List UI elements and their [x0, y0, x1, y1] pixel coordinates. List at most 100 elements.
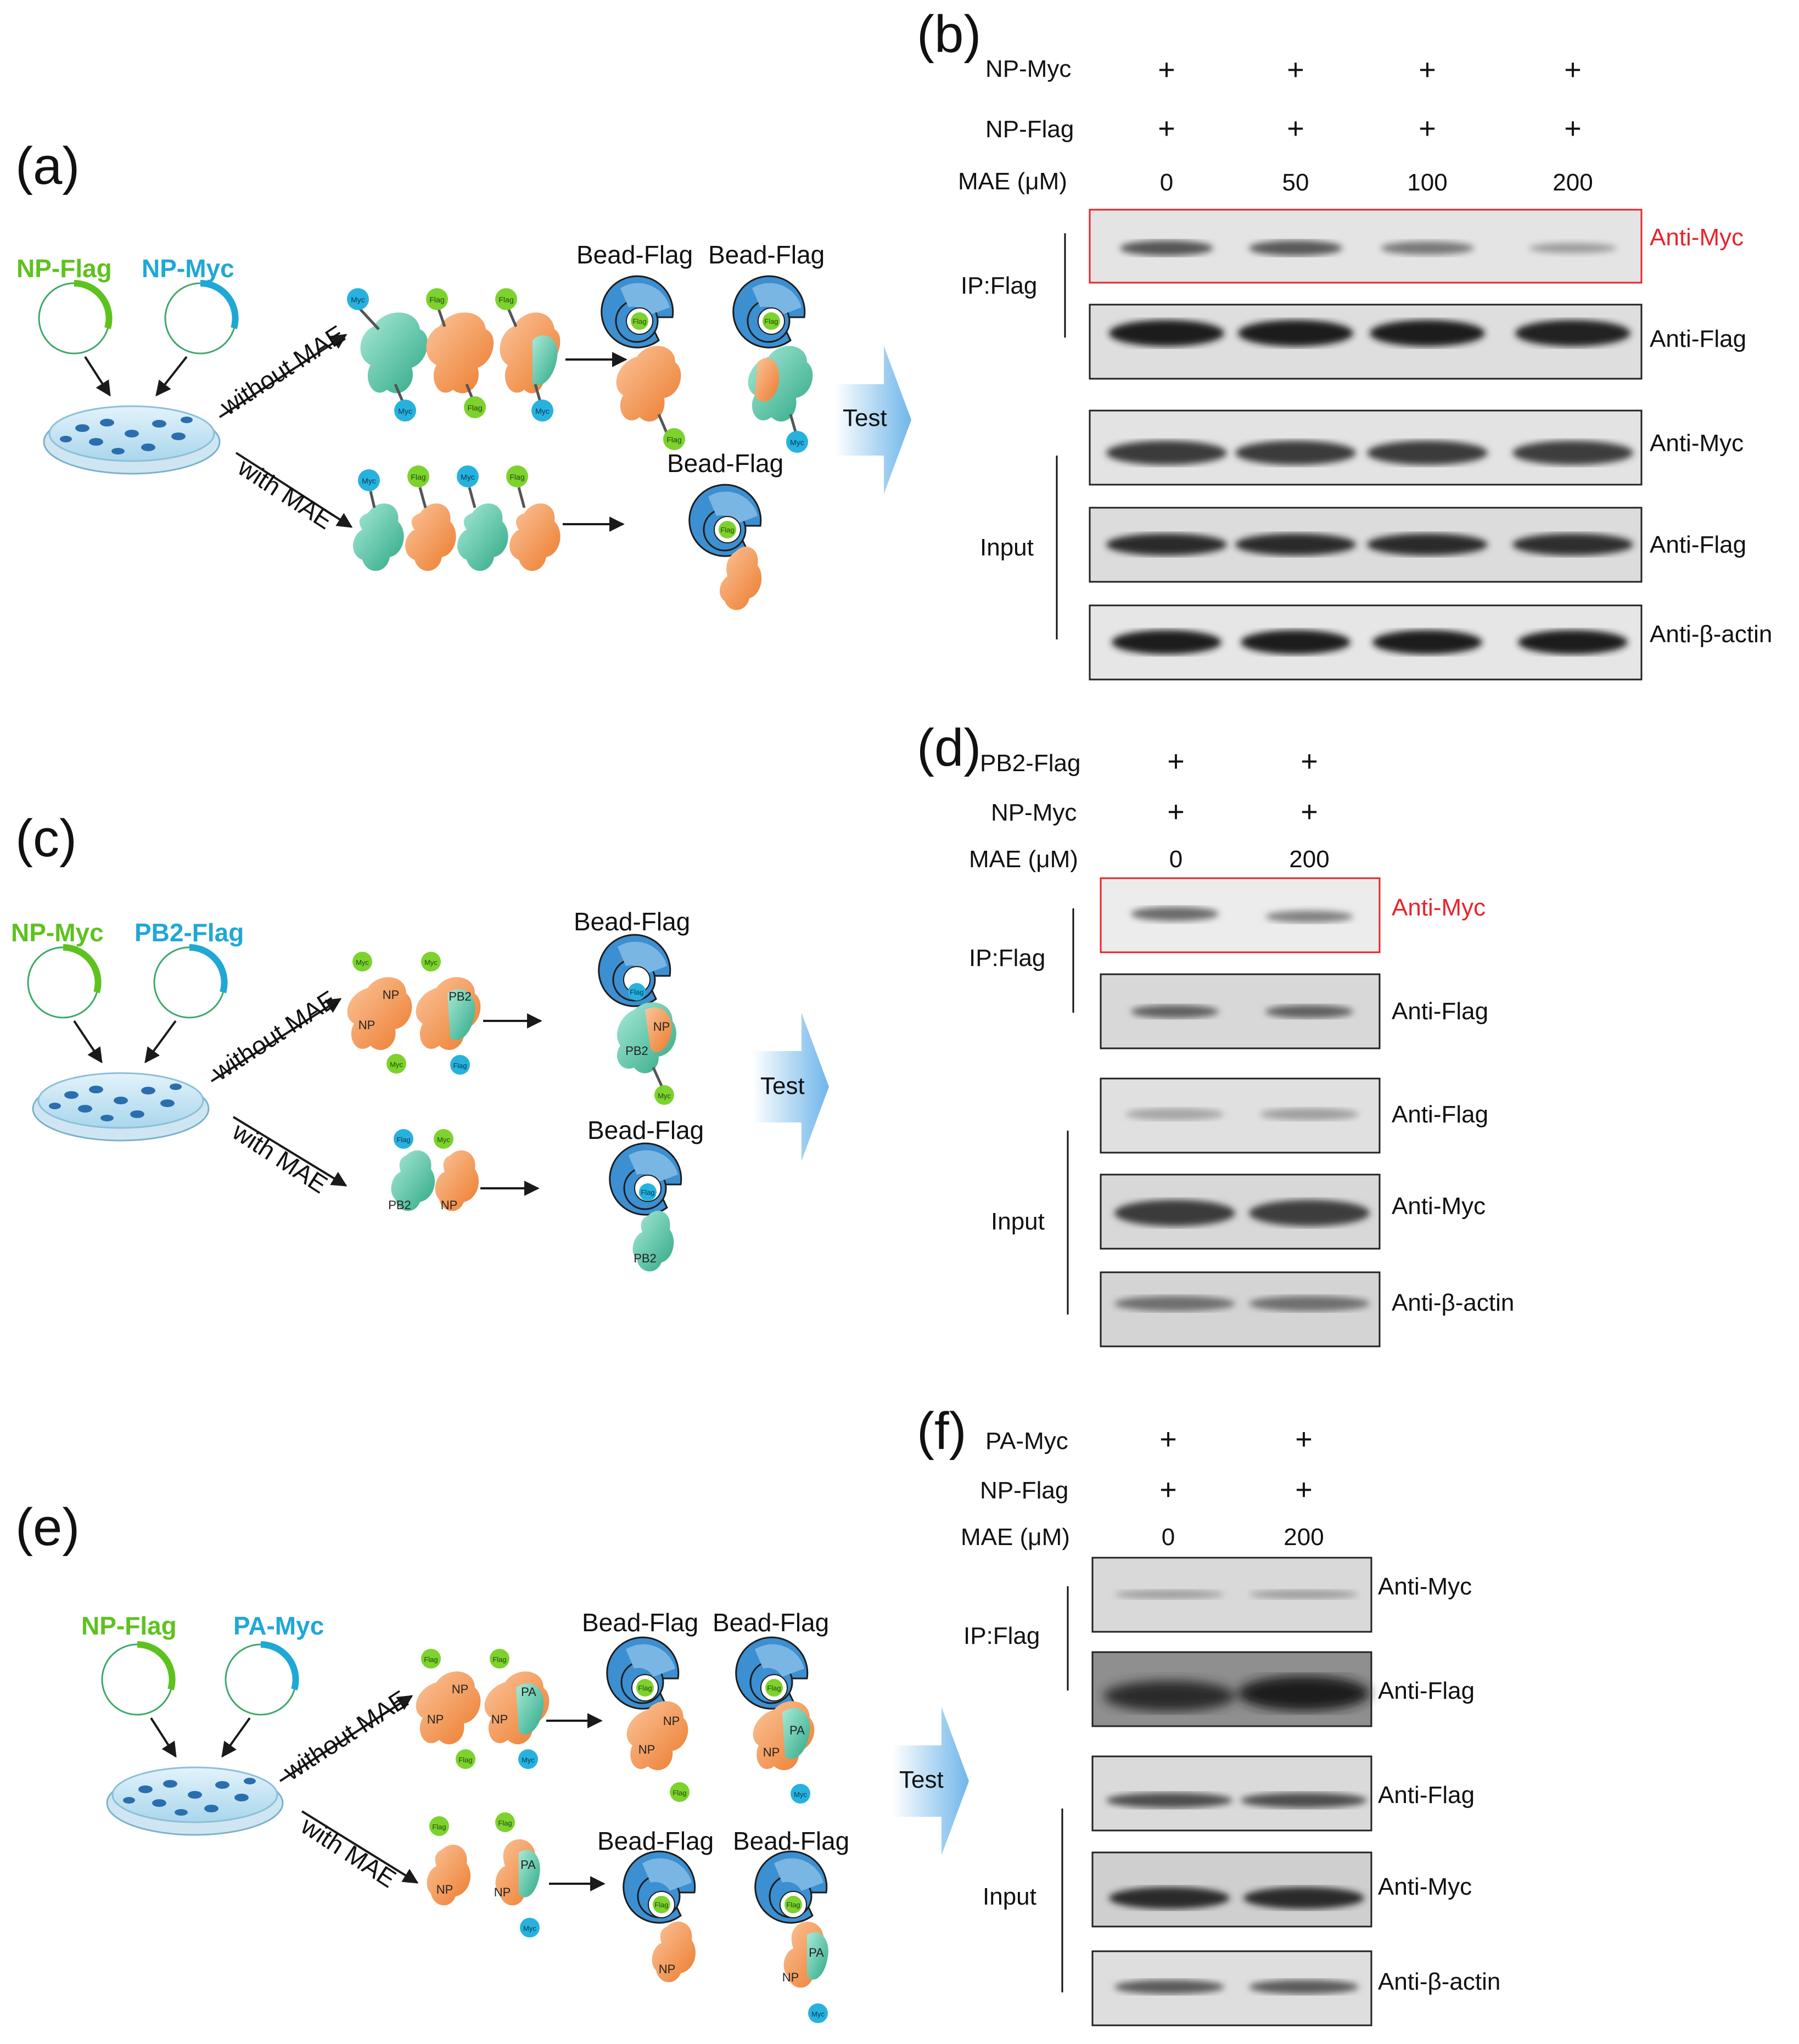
svg-text:Flag: Flag [638, 1684, 652, 1692]
blot-label: Anti-Myc [1392, 894, 1486, 921]
svg-text:NP: NP [782, 1970, 799, 1984]
bead-icon: Flag [623, 1850, 696, 1924]
plasmid-icon [27, 944, 102, 1019]
lane-value: + [1167, 795, 1185, 828]
without-mae-label: without MAE [206, 985, 341, 1086]
svg-text:Myc: Myc [424, 958, 438, 967]
input-label: Input [991, 1208, 1045, 1235]
svg-text:Flag: Flag [498, 295, 513, 304]
svg-text:Myc: Myc [658, 1092, 671, 1100]
svg-text:Myc: Myc [794, 1790, 807, 1799]
row-label-np-myc: NP-Myc [985, 55, 1071, 82]
western-blot-strip [1089, 409, 1643, 486]
lane-value: + [1564, 112, 1582, 145]
plasmid-label-np-myc: NP-Myc [11, 918, 104, 947]
svg-text:NP: NP [358, 1018, 376, 1032]
western-blot-strip [1091, 1651, 1372, 1727]
input-label: Input [983, 1883, 1036, 1910]
svg-text:Flag: Flag [720, 526, 734, 534]
western-blot-strip [1100, 1271, 1381, 1347]
lane-value: + [1158, 53, 1175, 86]
svg-text:NP: NP [638, 1743, 655, 1756]
lane-value: 200 [1289, 846, 1329, 873]
svg-text:Flag: Flag [396, 1136, 410, 1144]
svg-text:Myc: Myc [437, 1136, 450, 1144]
lane-value: 100 [1407, 169, 1447, 196]
bead-icon: Flag [609, 1142, 682, 1216]
panel-d: (d) PB2-Flag NP-Myc MAE (μM) + + + + 0 2… [917, 718, 1514, 1347]
bead-icon: Flag [735, 1636, 809, 1710]
plasmid-icon [101, 1641, 176, 1716]
plasmid-icon [153, 944, 228, 1019]
ip-flag-label: IP:Flag [963, 1622, 1040, 1649]
svg-text:Flag: Flag [467, 403, 482, 412]
western-blot-strip [1100, 1173, 1381, 1250]
protein-dimer-np: Flag NP NP Flag [416, 1649, 481, 1769]
svg-text:Flag: Flag [429, 295, 444, 304]
protein-monomer-np: Flag NP [427, 1816, 471, 1906]
lane-value: + [1159, 1473, 1177, 1506]
ip-flag-label: IP:Flag [961, 272, 1037, 299]
western-blot-strip [1089, 604, 1643, 681]
protein-monomer-np-myc: Myc [457, 465, 508, 571]
test-label: Test [760, 1072, 805, 1099]
svg-text:NP: NP [441, 1198, 458, 1212]
test-label: Test [843, 405, 887, 431]
svg-text:Flag: Flag [498, 1819, 512, 1827]
blot-label: Anti-β-actin [1392, 1289, 1514, 1316]
protein-dimer-np: Myc NP NP Myc [347, 952, 412, 1074]
plasmid-label-np-flag: NP-Flag [81, 1611, 177, 1640]
blot-label: Anti-Flag [1378, 1782, 1475, 1809]
protein-dimer-np-myc: Myc Myc [347, 288, 428, 422]
svg-text:Myc: Myc [351, 295, 365, 304]
svg-text:PB2: PB2 [634, 1251, 657, 1265]
protein-monomer-pb2: Flag PB2 [388, 1129, 435, 1212]
plasmid-label-pb2-flag: PB2-Flag [134, 918, 244, 947]
protein-monomer-pa: Flag PA NP Myc [494, 1812, 540, 1938]
row-label-mae: MAE (μM) [961, 1524, 1070, 1551]
bead-flag-label: Bead-Flag [576, 240, 693, 269]
blot-label: Anti-Myc [1378, 1573, 1472, 1600]
western-blot-strip [1091, 1755, 1372, 1832]
western-blot-strip [1091, 1557, 1372, 1633]
blot-label: Anti-Myc [1392, 1193, 1486, 1220]
arrow-icon [235, 452, 353, 528]
svg-text:Myc: Myc [362, 476, 376, 485]
protein-dimer-np-flag: Flag Flag [426, 288, 494, 418]
test-label: Test [899, 1766, 944, 1793]
western-blot-strip [1091, 1851, 1372, 1928]
plasmid-label-pa-myc: PA-Myc [233, 1611, 324, 1640]
western-blot-strip [1100, 877, 1381, 953]
test-arrow-icon: Test [752, 1013, 829, 1161]
svg-text:PB2: PB2 [388, 1198, 411, 1212]
svg-text:Myc: Myc [535, 407, 550, 415]
arrow-icon [210, 998, 342, 1082]
plasmid-icon [38, 280, 113, 355]
svg-text:NP: NP [383, 988, 400, 1002]
bead-flag-label: Bead-Flag [582, 1608, 698, 1637]
lane-value: 200 [1284, 1524, 1324, 1551]
plasmid-label-np-flag: NP-Flag [16, 254, 112, 283]
bead-icon: Flag [606, 1636, 680, 1710]
bead-flag-label: Bead-Flag [708, 240, 825, 269]
lane-value: + [1419, 112, 1436, 145]
input-label: Input [980, 534, 1034, 561]
bead-flag-label: Bead-Flag [667, 449, 783, 478]
lane-value: 0 [1160, 169, 1173, 196]
arrow-icon [221, 1717, 251, 1758]
bead-flag-label: Bead-Flag [713, 1608, 829, 1637]
svg-text:PA: PA [521, 1685, 536, 1699]
western-blot-strip [1100, 973, 1381, 1049]
svg-text:Flag: Flag [424, 1655, 438, 1664]
svg-text:PA: PA [520, 1858, 536, 1872]
svg-text:PB2: PB2 [449, 990, 472, 1003]
lane-value: 0 [1169, 846, 1182, 873]
western-blot-strip [1089, 209, 1643, 284]
blot-label: Anti-Flag [1392, 1101, 1488, 1128]
svg-text:NP: NP [491, 1712, 508, 1726]
arrow-icon [84, 356, 111, 397]
test-arrow-icon: Test [834, 346, 911, 494]
row-label-np-myc: NP-Myc [991, 799, 1077, 826]
svg-text:Flag: Flag [492, 1655, 506, 1664]
row-label-pa-myc: PA-Myc [985, 1428, 1068, 1455]
